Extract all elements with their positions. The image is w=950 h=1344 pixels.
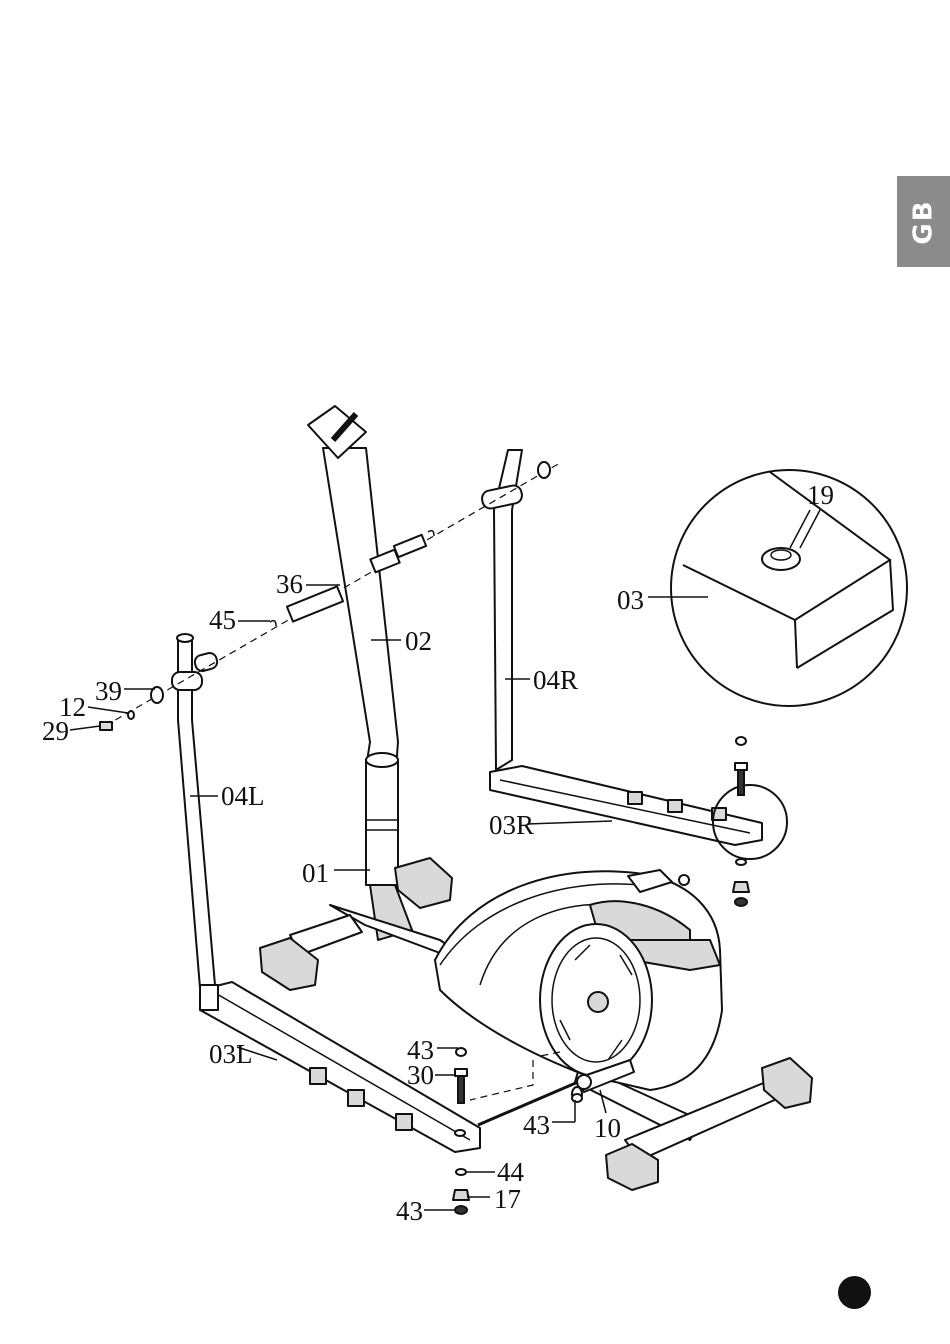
upright-handlebar-02 — [308, 406, 398, 768]
label-04L: 04L — [221, 781, 265, 811]
flywheel-housing — [435, 870, 722, 1090]
label-39: 39 — [95, 676, 122, 706]
handle-arm-04L — [172, 634, 219, 988]
page-number-dot — [838, 1276, 871, 1309]
pivot-axle-hardware — [100, 462, 560, 730]
label-30: 30 — [407, 1060, 434, 1090]
label-03: 03 — [617, 585, 644, 615]
label-45: 45 — [209, 605, 236, 635]
label-17: 17 — [494, 1184, 521, 1214]
label-03L: 03L — [209, 1039, 253, 1069]
label-19: 19 — [807, 480, 834, 510]
handle-arm-04R — [481, 450, 524, 770]
label-29: 29 — [42, 716, 69, 746]
label-04R: 04R — [533, 665, 578, 695]
upright-post-01 — [366, 753, 412, 940]
label-44: 44 — [497, 1157, 525, 1187]
label-10: 10 — [594, 1113, 621, 1143]
label-43-mid: 43 — [523, 1110, 550, 1140]
label-43-bottom: 43 — [396, 1196, 423, 1226]
label-02: 02 — [405, 626, 432, 656]
detail-inset — [671, 470, 907, 706]
label-36: 36 — [276, 569, 303, 599]
label-03R: 03R — [489, 810, 534, 840]
label-01: 01 — [302, 858, 329, 888]
